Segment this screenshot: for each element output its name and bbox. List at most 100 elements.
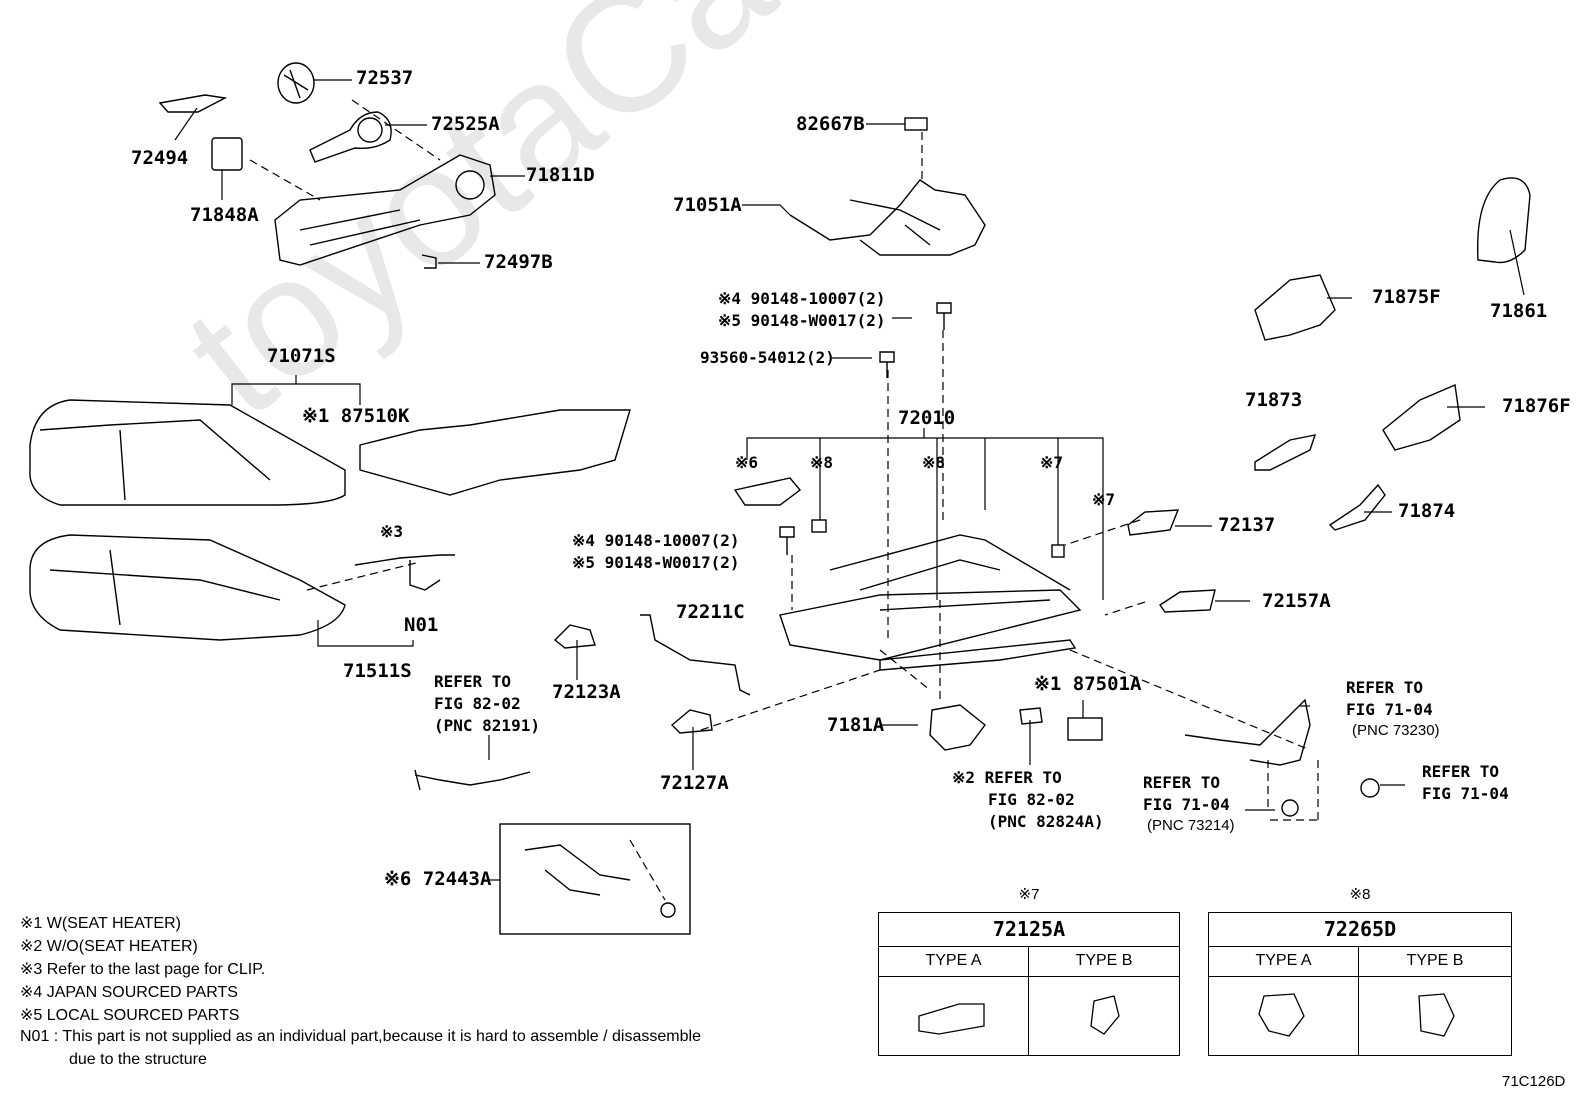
label-ref2-line3: (PNC 73230) <box>1352 722 1440 739</box>
label-mark8-b: ※8 <box>922 453 946 472</box>
table-caption: ※8 <box>1349 886 1371 903</box>
part-m7a-shape <box>1051 544 1065 558</box>
label-87510K: ※1 87510K <box>302 405 410 427</box>
label-71874: 71874 <box>1398 500 1456 522</box>
label-7181A: 7181A <box>827 714 885 736</box>
part-87501A-shape <box>1067 717 1103 741</box>
label-ref3-line1: ※2 REFER TO <box>952 768 1062 787</box>
table-divider <box>1358 976 1359 1055</box>
type-table-72265D: ※8 72265D TYPE A TYPE B <box>1208 886 1512 1056</box>
part-71875F-shape <box>1254 274 1336 341</box>
part-71071S-shape <box>29 399 346 506</box>
label-ref2-line2: FIG 71-04 <box>1346 700 1433 719</box>
part-71848A-shape <box>211 137 243 171</box>
table-illustrations <box>1258 993 1455 1037</box>
inset-72443A-box <box>499 823 691 935</box>
table-illustrations <box>918 995 1120 1035</box>
note-2: ※2 W/O(SEAT HEATER) <box>20 938 198 955</box>
label-71511S: 71511S <box>343 660 412 682</box>
label-ref5-line2: FIG 71-04 <box>1422 784 1509 803</box>
part-m6-shape <box>733 477 802 506</box>
label-82667B: 82667B <box>796 113 865 135</box>
part-ref5-shape <box>1360 778 1380 798</box>
label-71873: 71873 <box>1245 389 1303 411</box>
diagram-code: 71C126D <box>1502 1073 1566 1090</box>
part-N01-shape <box>354 554 455 591</box>
label-ref1-line2: FIG 82-02 <box>434 694 521 713</box>
part-ref1-shape <box>414 769 531 791</box>
part-71811D-shape <box>274 154 496 266</box>
part-72157A-shape <box>1159 589 1216 613</box>
table-divider <box>1028 976 1029 1055</box>
label-bolt1-local: ※5 90148-W0017(2) <box>718 311 886 330</box>
note-4: ※4 JAPAN SOURCED PARTS <box>20 984 238 1001</box>
part-87510K-shape <box>359 409 631 496</box>
label-72497B: 72497B <box>484 251 553 273</box>
part-72497B-shape <box>421 254 437 269</box>
leader-lines <box>174 79 1525 881</box>
label-ref4-line3: (PNC 73214) <box>1147 817 1235 834</box>
part-72123A-shape <box>553 624 596 649</box>
label-ref1-line1: REFER TO <box>434 672 512 691</box>
part-71861-shape <box>1476 177 1531 264</box>
part-71511S-shape <box>29 534 346 641</box>
label-71811D: 71811D <box>526 164 595 186</box>
label-72443A: ※6 72443A <box>384 868 492 890</box>
part-71873-shape <box>1254 434 1317 471</box>
part-buckle-shape <box>1184 698 1311 766</box>
label-ref4-line2: FIG 71-04 <box>1143 795 1230 814</box>
part-72010-shape <box>779 534 1082 671</box>
part-82667B-shape <box>904 117 928 131</box>
label-N01: N01 <box>404 614 439 636</box>
label-ref3-line3: (PNC 82824A) <box>988 812 1104 831</box>
part-72537-shape <box>277 62 315 104</box>
part-72211C-shape <box>640 614 751 696</box>
label-bolt3-japan: ※4 90148-10007(2) <box>572 531 740 550</box>
label-72010: 72010 <box>898 407 956 429</box>
label-72123A: 72123A <box>552 681 621 703</box>
label-71876F: 71876F <box>1502 395 1571 417</box>
label-72137: 72137 <box>1218 514 1276 536</box>
part-72137-shape <box>1127 509 1180 536</box>
label-71848A: 71848A <box>190 204 259 226</box>
label-mark3: ※3 <box>380 522 404 541</box>
table-caption: ※7 <box>1018 886 1040 903</box>
part-m8a-shape <box>811 519 827 533</box>
part-72443A-shape <box>524 844 631 896</box>
label-mark8-a: ※8 <box>810 453 834 472</box>
label-ref2-line1: REFER TO <box>1346 678 1424 697</box>
label-bolt1-japan: ※4 90148-10007(2) <box>718 289 886 308</box>
table-type-b: TYPE B <box>1359 946 1511 977</box>
note-N01-cont: due to the structure <box>69 1051 207 1068</box>
note-1: ※1 W(SEAT HEATER) <box>20 915 181 932</box>
note-N01: N01 : This part is not supplied as an in… <box>20 1028 701 1045</box>
part-71876F-shape <box>1382 383 1461 451</box>
type-table-72125A: ※7 72125A TYPE A TYPE B <box>878 886 1180 1056</box>
table-part-number: 72265D <box>1209 913 1511 947</box>
label-ref1-line3: (PNC 82191) <box>434 716 540 735</box>
part-ref4-shape <box>1281 799 1299 817</box>
label-ref3-line2: FIG 82-02 <box>988 790 1075 809</box>
part-71051A-shape <box>789 179 986 256</box>
label-71861: 71861 <box>1490 300 1548 322</box>
part-72525A-shape <box>309 111 392 163</box>
label-72525A: 72525A <box>431 113 500 135</box>
note-5: ※5 LOCAL SOURCED PARTS <box>20 1007 240 1024</box>
table-type-a: TYPE A <box>879 946 1029 977</box>
part-72494-shape <box>158 94 228 113</box>
label-bolt2: 93560-54012(2) <box>700 348 835 367</box>
label-mark7-b: ※7 <box>1092 490 1116 509</box>
label-mark7-a: ※7 <box>1040 453 1064 472</box>
label-87501A: ※1 87501A <box>1034 673 1142 695</box>
label-ref5-line1: REFER TO <box>1422 762 1500 781</box>
table-type-a: TYPE A <box>1209 946 1359 977</box>
label-71071S: 71071S <box>267 345 336 367</box>
inset-nut-shape <box>660 902 676 918</box>
part-71874-shape <box>1328 483 1386 531</box>
table-type-b: TYPE B <box>1029 946 1179 977</box>
part-ref3-shape <box>1019 707 1043 725</box>
label-72157A: 72157A <box>1262 590 1331 612</box>
label-ref4-line1: REFER TO <box>1143 773 1221 792</box>
